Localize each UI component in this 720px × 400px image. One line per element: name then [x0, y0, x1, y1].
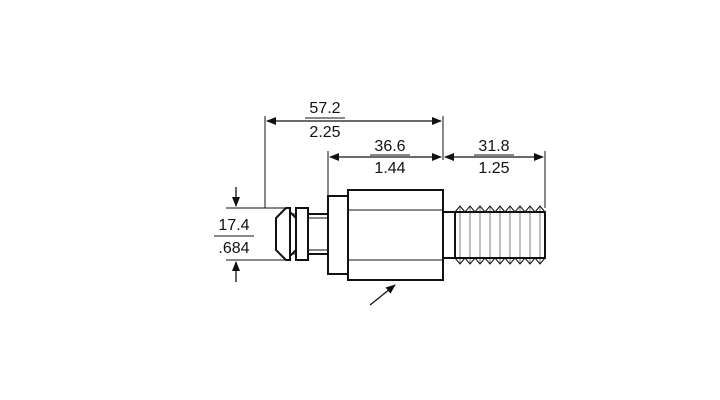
grease-fitting-part: [275, 189, 546, 281]
hex-body: [347, 189, 444, 281]
hex-body-imperial: 1.44: [374, 160, 405, 177]
threaded-section: [454, 205, 546, 265]
thread-length-dimension: 31.8 1.25: [444, 138, 546, 208]
thread-relief: [442, 211, 456, 259]
nipple-tip: [275, 207, 291, 261]
thread-length-imperial: 1.25: [478, 160, 509, 177]
overall-length-metric: 57.2: [309, 100, 340, 117]
overall-length-imperial: 2.25: [309, 124, 340, 141]
flange: [327, 195, 349, 275]
head-diameter-dimension: 17.4 .684: [214, 187, 286, 282]
head-diameter-imperial: .684: [218, 240, 249, 257]
thread-length-metric: 31.8: [478, 138, 509, 155]
head-diameter-metric: 17.4: [218, 217, 249, 234]
nipple-collar: [295, 207, 309, 261]
hex-pointer-arrow: [369, 284, 396, 306]
hex-body-dimension: 36.6 1.44: [327, 138, 442, 196]
hex-body-metric: 36.6: [374, 138, 405, 155]
overall-length-dimension: 57.2 2.25: [264, 100, 444, 208]
shank: [307, 213, 329, 255]
